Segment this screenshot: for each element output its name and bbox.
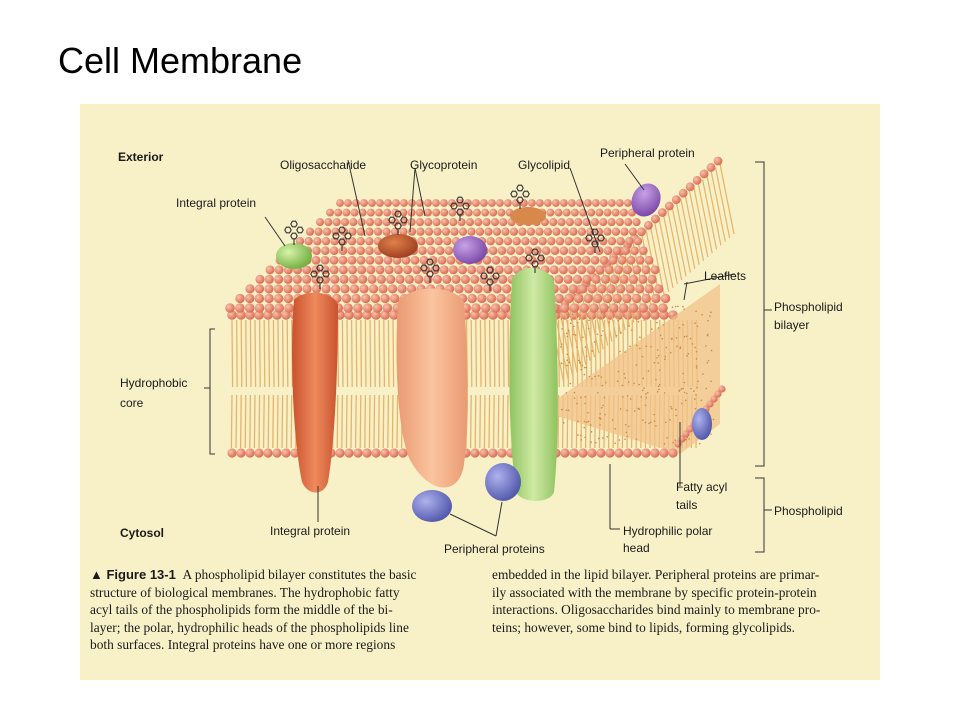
label-phospholipid: Phospholipid — [774, 504, 843, 518]
figure-id: ▲ Figure 13-1 — [90, 567, 176, 582]
label-phospholipid-bilayer-2: bilayer — [774, 318, 809, 332]
caption-line: both surfaces. Integral proteins have on… — [90, 636, 475, 654]
membrane-figure: Exterior Cytosol Oligosaccharide Glycopr… — [80, 104, 880, 680]
caption-right-column: embedded in the lipid bilayer. Periphera… — [492, 566, 877, 636]
label-leaflets: Leaflets — [704, 269, 746, 283]
label-hydrophilic-polar-head-1: Hydrophilic polar — [623, 524, 712, 538]
label-glycolipid: Glycolipid — [518, 158, 570, 172]
caption-line: ily associated with the membrane by spec… — [492, 584, 877, 602]
label-hydrophobic-core-1: Hydrophobic — [120, 376, 187, 390]
label-glycoprotein: Glycoprotein — [410, 158, 477, 172]
integral-protein-green-small — [276, 243, 312, 269]
label-oligosaccharide: Oligosaccharide — [280, 158, 366, 172]
caption-line: acyl tails of the phospholipids form the… — [90, 601, 475, 619]
figure-caption: ▲ Figure 13-1 A phospholipid bilayer con… — [90, 566, 870, 676]
peripheral-protein-blue-right — [485, 463, 521, 501]
integral-protein-green — [509, 268, 557, 501]
label-peripheral-proteins: Peripheral proteins — [444, 542, 545, 556]
label-integral-protein-top: Integral protein — [176, 196, 256, 210]
caption-line: A phospholipid bilayer constitutes the b… — [183, 567, 417, 582]
peripheral-protein-purple-center — [453, 236, 487, 264]
label-hydrophilic-polar-head-2: head — [623, 541, 650, 555]
peripheral-protein-blue-edge — [692, 408, 712, 440]
caption-line: embedded in the lipid bilayer. Periphera… — [492, 566, 877, 584]
label-hydrophobic-core-2: core — [120, 396, 143, 410]
peripheral-protein-blue-left — [412, 490, 452, 522]
label-fatty-acyl-tails-2: tails — [676, 498, 697, 512]
caption-left-column: ▲ Figure 13-1 A phospholipid bilayer con… — [90, 566, 475, 654]
label-exterior: Exterior — [118, 150, 163, 164]
label-peripheral-protein: Peripheral protein — [600, 146, 695, 160]
integral-protein-red — [292, 293, 338, 493]
glycolipid-orange — [510, 207, 546, 225]
label-integral-protein-bottom: Integral protein — [270, 524, 350, 538]
label-cytosol: Cytosol — [120, 526, 164, 540]
label-phospholipid-bilayer-1: Phospholipid — [774, 300, 843, 314]
caption-line: structure of biological membranes. The h… — [90, 584, 475, 602]
caption-line: layer; the polar, hydrophilic heads of t… — [90, 619, 475, 637]
integral-protein-peach — [397, 289, 468, 488]
glycoprotein-brown — [378, 234, 418, 258]
label-fatty-acyl-tails-1: Fatty acyl — [676, 480, 727, 494]
slide-title: Cell Membrane — [58, 40, 302, 82]
membrane-diagram — [80, 104, 880, 564]
caption-line: interactions. Oligosaccharides bind main… — [492, 601, 877, 619]
caption-line: teins; however, some bind to lipids, for… — [492, 619, 877, 637]
